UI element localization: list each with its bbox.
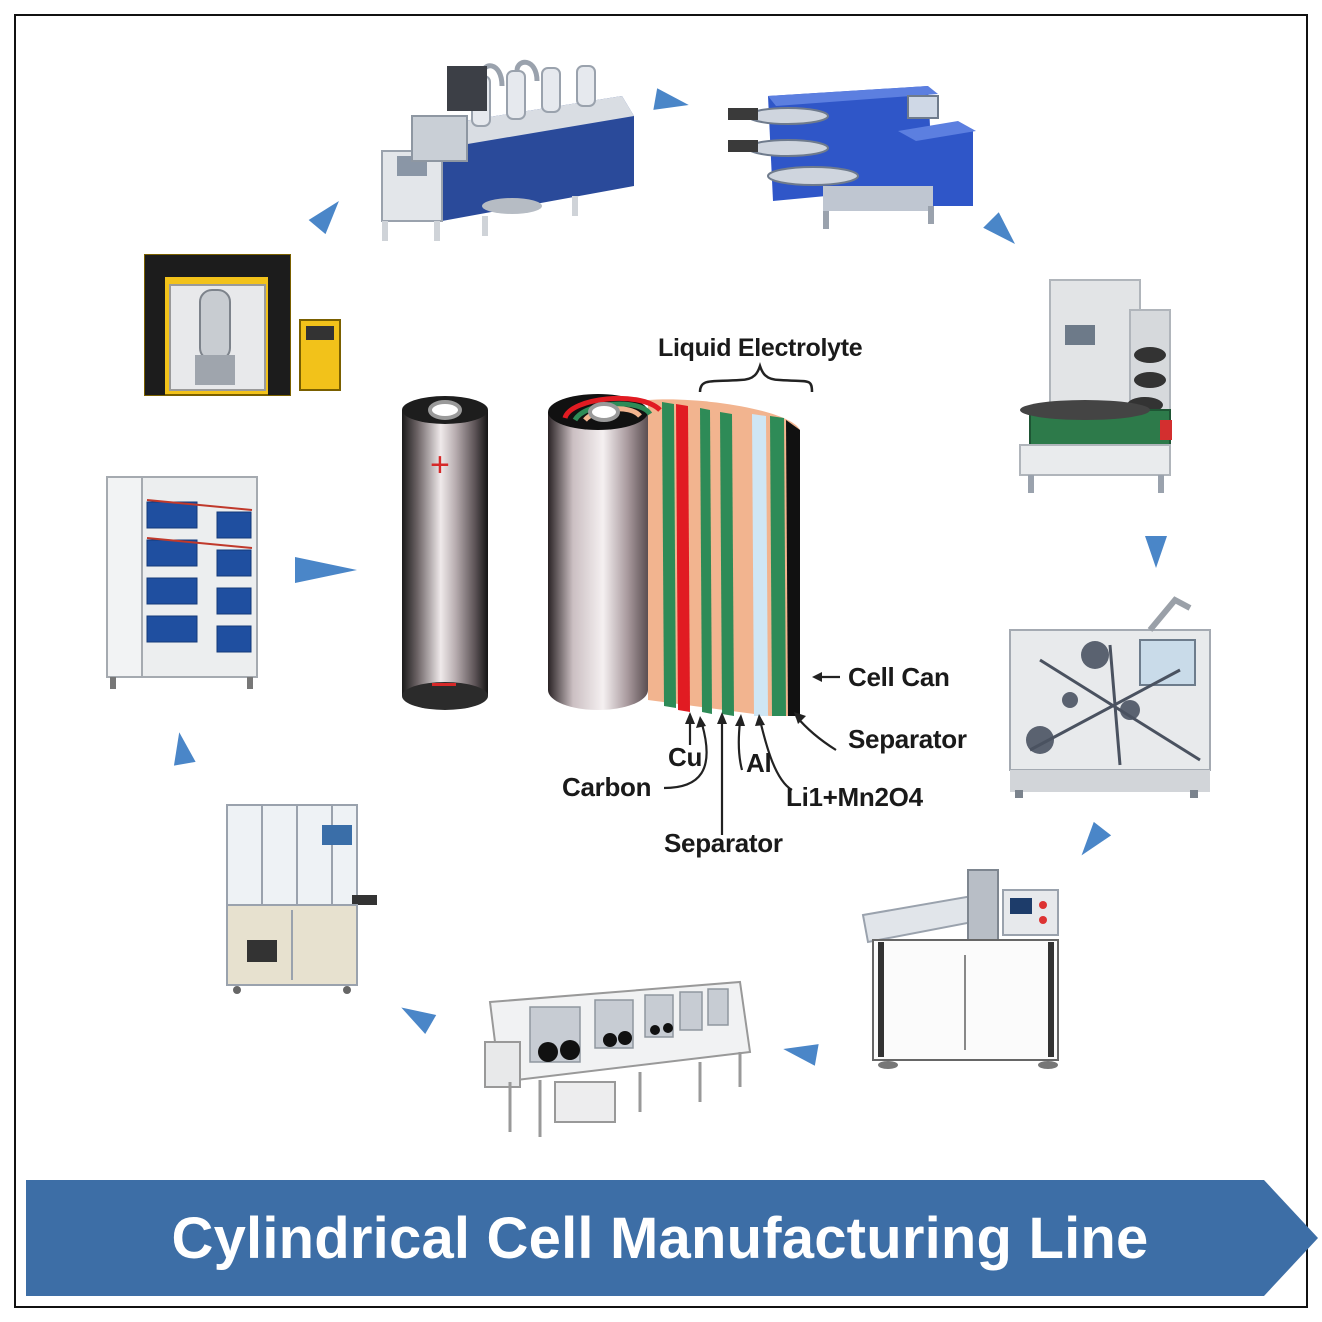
arrow-calender-to-slitting	[983, 212, 1016, 245]
calender-press-icon	[728, 86, 976, 229]
label-cell-can: Cell Can	[848, 662, 950, 692]
title-banner	[26, 1180, 1318, 1296]
arrow-mixer-to-coating	[308, 200, 339, 235]
label-carbon: Carbon	[562, 772, 652, 802]
mixer-icon	[144, 254, 341, 396]
jelly-roll	[548, 394, 800, 716]
label-cu: Cu	[668, 742, 703, 772]
outer-frame	[14, 14, 1308, 1308]
arrow-winding-to-welding	[1081, 821, 1112, 856]
positive-terminal-sign: +	[430, 446, 450, 484]
electrolyte-brace	[698, 362, 814, 393]
slitting-machine-icon	[1019, 279, 1172, 493]
label-separator-inner: Separator	[664, 828, 783, 858]
banner-title: Cylindrical Cell Manufacturing Line	[171, 1205, 1149, 1271]
winding-machine-icon	[1009, 596, 1211, 798]
glove-box-icon	[484, 980, 752, 1137]
label-separator-outer: Separator	[848, 724, 967, 754]
arrow-slitting-to-winding	[1145, 536, 1167, 568]
arrow-formation-to-cell	[295, 557, 357, 583]
label-al: Al	[746, 748, 772, 778]
coating-machine-icon	[381, 59, 634, 241]
label-li-mn2o4: Li1+Mn2O4	[786, 782, 923, 812]
arrow-glovebox-to-sealing	[401, 1007, 437, 1035]
battery-cell	[402, 396, 488, 710]
arrow-welding-to-glovebox	[783, 1044, 819, 1066]
formation-cabinet-icon	[106, 476, 258, 689]
welding-machine-icon	[861, 869, 1059, 1069]
arrow-sealing-to-formation	[173, 732, 196, 766]
sealing-machine-icon	[226, 804, 377, 994]
arrow-coating-to-calender	[653, 88, 689, 110]
label-liquid-electrolyte: Liquid Electrolyte	[658, 334, 863, 362]
